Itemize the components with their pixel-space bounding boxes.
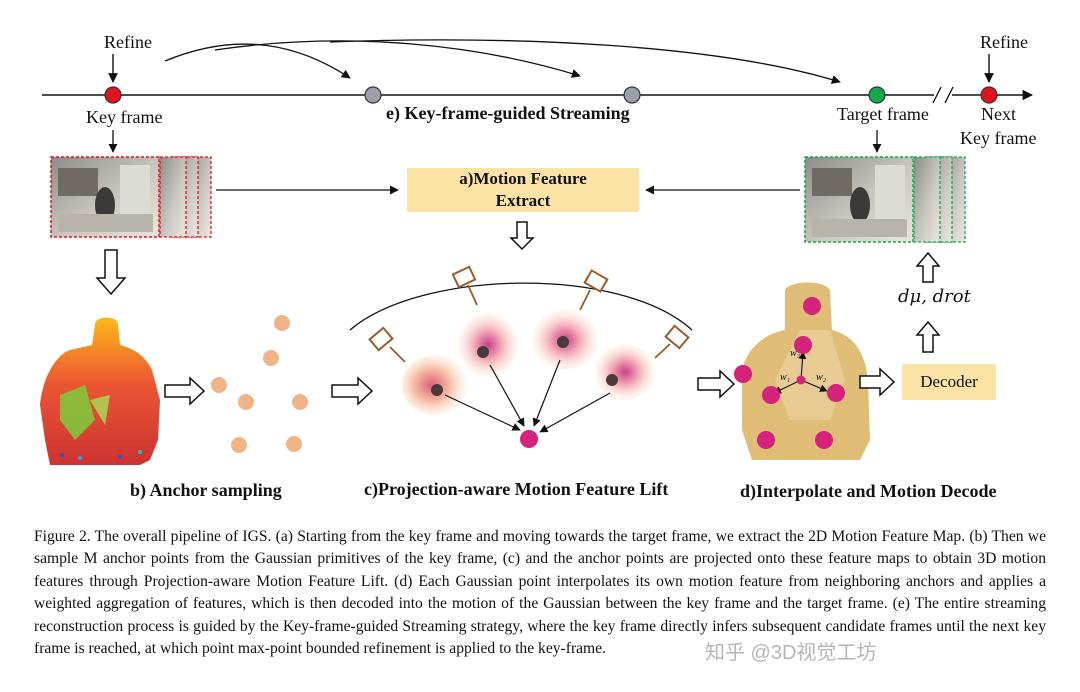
key-frame-images [50,156,212,238]
weight-w3: w₃ [790,348,801,359]
decoder-label: Decoder [920,372,978,391]
key-frame-label: Key frame [86,107,163,127]
axis-break-mark [944,86,954,104]
point-cloud-person [40,317,160,465]
hollow-arrow-down-keyframe [95,249,127,296]
pipeline-figure: Refine Key frame e) Key-frame-guided Str… [40,32,1037,501]
streaming-title: e) Key-frame-guided Streaming [386,103,630,123]
intermediate-frame-dot [623,86,641,104]
hollow-arrow-b [164,376,206,406]
axis-break [934,86,952,104]
hollow-arrow-decoder [859,367,896,397]
stream-arrow-2 [214,40,581,78]
watermark: 知乎 @3D视觉工坊 [705,642,877,664]
next-key-frame-dot [980,86,998,104]
next-label: Next [981,104,1016,124]
axis-break-mark [932,86,942,104]
target-frame-label: Target frame [837,104,929,124]
stream-arrow-3 [329,39,841,84]
key-frame-dot [104,86,122,104]
hollow-arrow-up-decoder [915,320,941,353]
anchor-sampling-label: b) Anchor sampling [130,480,282,500]
hollow-arrow-down-extract [509,221,535,251]
interpolate-decode-label: d)Interpolate and Motion Decode [740,481,997,501]
anchor-points [211,315,308,453]
refine-label-right: Refine [980,32,1028,52]
motion-feature-extract-box: a)Motion Feature Extract [407,168,639,212]
next-key-frame-label: Key frame [960,128,1037,148]
delta-label: dμ, drot [898,286,971,307]
decoder-box: Decoder [902,364,996,400]
target-frame-dot [868,86,886,104]
projection-lift-label: c)Projection-aware Motion Feature Lift [364,479,669,499]
target-frame-images [804,156,966,243]
projection-lift [349,265,693,448]
hollow-arrow-c [331,376,374,406]
pipeline-diagram [40,39,1034,465]
hollow-arrow-up-target [915,251,941,283]
figure-caption: Figure 2. The overall pipeline of IGS. (… [34,528,1046,658]
weight-w2: w₂ [816,372,827,383]
intermediate-frame-dot [364,86,382,104]
extract-label: Extract [495,191,551,210]
stream-arrow-1 [164,43,351,79]
interpolation-figure [734,282,870,460]
timeline [42,39,1034,153]
refine-label-left: Refine [104,32,152,52]
hollow-arrow-d [697,369,736,399]
weight-w1: w₁ [780,372,791,383]
motion-feature-label: a)Motion Feature [459,169,587,188]
